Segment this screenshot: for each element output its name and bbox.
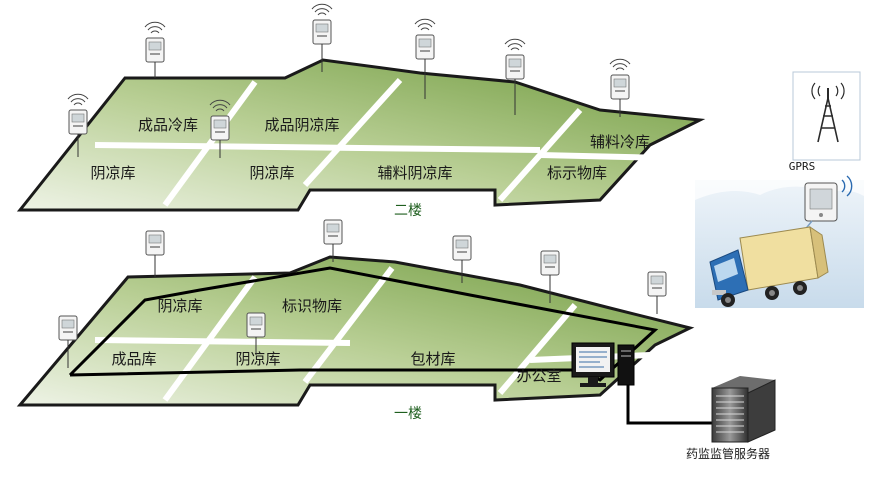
lower-room-label: 阴凉库 <box>157 297 202 315</box>
sensor-device <box>414 18 436 99</box>
server: 药监监管服务器 <box>686 376 776 461</box>
gprs-transport-panel: GPRS <box>695 71 864 308</box>
lower-room-label: 阴凉库 <box>235 350 280 368</box>
upper-room-label: 阴凉库 <box>90 164 135 182</box>
upper-sensors <box>67 3 631 158</box>
antenna-tower-icon <box>811 82 845 143</box>
upper-room-label: 成品阴凉库 <box>264 116 339 134</box>
upper-floor-walls <box>94 77 666 207</box>
gprs-device <box>789 175 853 249</box>
sensor-device <box>452 235 472 283</box>
upper-room-label: 辅料阴凉库 <box>377 164 452 182</box>
sensor-device <box>144 21 166 78</box>
lower-floor-label: 一楼 <box>394 406 422 422</box>
upper-floor: 成品冷库 成品阴凉库 阴凉库 阴凉库 辅料阴凉库 辅料冷库 标示物库 二楼 <box>16 3 706 219</box>
lower-room-label: 办公室 <box>516 367 561 385</box>
delivery-truck-icon <box>709 225 829 307</box>
lower-room-label: 标识物库 <box>282 297 342 315</box>
lower-room-label: 成品库 <box>111 350 156 368</box>
sensor-device <box>647 271 667 314</box>
sensor-device <box>209 99 231 158</box>
lower-floor: 阴凉库 标识物库 成品库 阴凉库 包材库 办公室 一楼 <box>16 219 712 425</box>
sensor-device <box>246 312 266 355</box>
upper-room-label: 阴凉库 <box>249 164 294 182</box>
upper-room-label: 成品冷库 <box>138 116 198 134</box>
upper-room-label: 辅料冷库 <box>590 133 650 151</box>
gprs-label: GPRS <box>789 160 816 173</box>
upper-room-label: 标示物库 <box>547 164 607 182</box>
lower-room-label: 包材库 <box>410 350 455 368</box>
sensor-device <box>58 315 78 368</box>
sensor-device <box>67 93 89 157</box>
sensor-device <box>145 230 165 278</box>
sensor-device <box>540 250 560 303</box>
sensor-device <box>311 3 333 72</box>
sensor-device <box>504 38 526 115</box>
sensor-device <box>609 58 631 117</box>
office-computer <box>571 342 635 387</box>
server-cable <box>626 385 712 425</box>
lower-sensors <box>58 219 667 368</box>
upper-floor-label: 二楼 <box>394 203 422 219</box>
sensor-device <box>323 219 343 262</box>
monitoring-cable-route <box>68 266 659 382</box>
server-label: 药监监管服务器 <box>686 446 770 461</box>
